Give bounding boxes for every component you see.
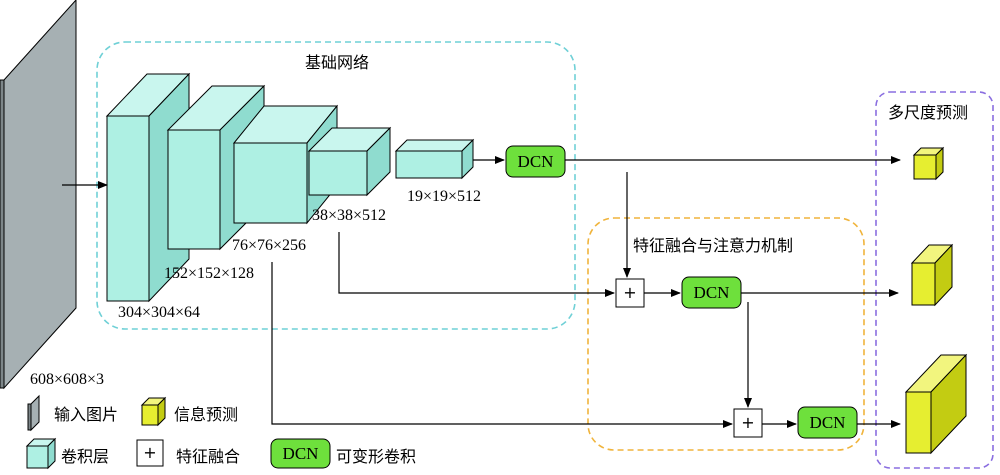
fusion-plus-2: + [733,408,763,438]
legend-feature-fusion-label: 特征融合 [176,447,240,466]
fusion-label: 特征融合与注意力机制 [633,236,793,255]
input-size-label: 608×608×3 [30,371,104,388]
legend-conv-layer-label: 卷积层 [61,447,109,466]
fusion-group-box [587,217,865,451]
svg-text:DCN: DCN [810,413,846,432]
svg-text:DCN: DCN [283,444,319,463]
connections [271,156,901,428]
l3-size-label: 76×76×256 [232,237,306,254]
prediction-cube-large [904,353,968,455]
svg-text:DCN: DCN [518,152,554,171]
l1-size-label: 304×304×64 [118,304,200,321]
l2-size-label: 152×152×128 [164,265,254,282]
svg-text:+: + [143,443,156,462]
legend-info-prediction-icon [140,396,167,427]
svg-text:DCN: DCN [694,283,730,302]
dcn-block-3: DCN [797,406,858,439]
backbone-label: 基础网络 [305,53,369,72]
l4-size-label: 38×38×512 [312,207,386,224]
legend-deformable-conv-label: 可变形卷积 [336,447,416,466]
prediction-label: 多尺度预测 [888,103,968,122]
l5-size-label: 19×19×512 [407,188,481,205]
legend-dcn-icon: DCN [270,438,331,469]
svg-text:+: + [741,413,754,432]
input-image-layer [0,0,77,390]
legend-conv-layer-icon [25,437,57,470]
legend-feature-fusion-icon: + [136,439,164,467]
legend-info-prediction-label: 信息预测 [174,405,238,424]
prediction-group-box [875,91,994,469]
dcn-block-1: DCN [505,145,566,178]
fusion-plus-1: + [615,278,645,308]
legend-input-image-label: 输入图片 [54,405,118,424]
prediction-cube-small [912,146,945,181]
legend-input-image-icon [27,394,40,432]
dcn-block-2: DCN [681,276,742,309]
conv-layer-4 [307,126,392,197]
legend: 输入图片 信息预测 卷积层 + 特征融合 DCN 可变形卷积 [25,394,416,470]
svg-text:+: + [623,283,636,302]
conv-layer-5 [394,138,475,180]
prediction-cube-medium [910,243,954,307]
